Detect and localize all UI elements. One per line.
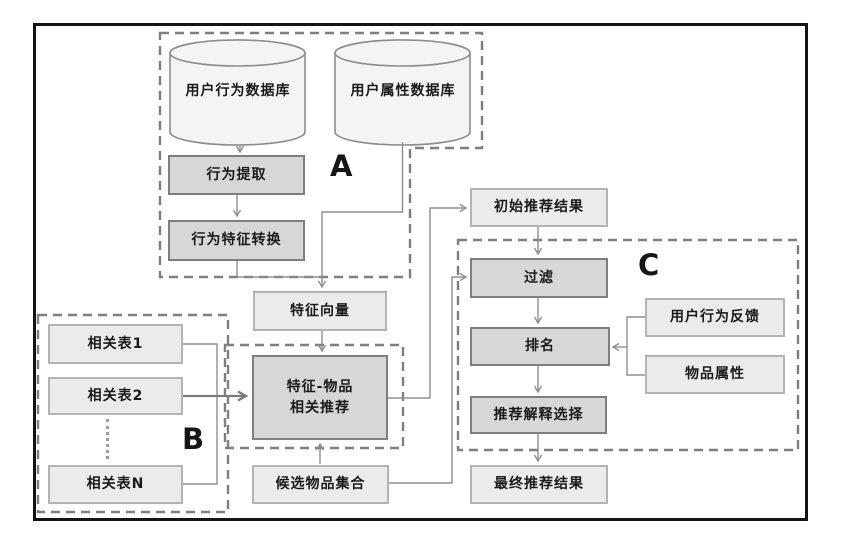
node-initial-recommendation-result: 初始推荐结果 (470, 188, 608, 227)
node-final-recommendation-result: 最终推荐结果 (470, 465, 608, 504)
user-behavior-db-cylinder-top (169, 39, 306, 67)
node-user-behavior-db-label: 用户行为数据库 (185, 83, 291, 99)
node-candidate-item-set-label: 候选物品集合 (275, 476, 366, 493)
node-related-table-n: 相关表N (48, 465, 183, 504)
connector-conversion-merge (236, 261, 322, 278)
node-user-attribute-db: 用户属性数据库 (337, 70, 469, 110)
node-related-table-1-label: 相关表1 (87, 335, 144, 352)
node-feature-vector-label: 特征向量 (290, 302, 350, 319)
group-c-label: C (638, 248, 660, 282)
node-user-behavior-feedback-label: 用户行为反馈 (670, 309, 760, 326)
node-candidate-item-set: 候选物品集合 (252, 465, 389, 504)
connector-featureitem-to-initialresult (388, 203, 468, 399)
connector-relatedtables-collector (183, 343, 218, 485)
node-feature-item-recommendation: 特征-物品 相关推荐 (252, 355, 388, 440)
group-c-outline (456, 238, 800, 452)
connector-attributedb-to-featurevector (317, 142, 404, 289)
node-item-attributes-label: 物品属性 (685, 366, 745, 383)
node-related-table-n-label: 相关表N (86, 476, 145, 493)
node-user-behavior-feedback: 用户行为反馈 (645, 298, 785, 337)
group-b-label: B (182, 422, 205, 456)
node-filtering-label: 过滤 (524, 269, 554, 286)
node-ranking-label: 排名 (525, 338, 555, 355)
node-behavior-extraction-label: 行为提取 (206, 166, 267, 183)
group-a-outline (158, 31, 484, 279)
group-b-outline (36, 313, 230, 514)
related-tables-ellipsis (106, 419, 109, 459)
connector-feedback-attributes-merge (626, 316, 646, 376)
node-filtering: 过滤 (470, 258, 608, 298)
node-related-table-2: 相关表2 (48, 377, 183, 415)
node-ranking: 排名 (470, 327, 610, 366)
node-initial-recommendation-result-label: 初始推荐结果 (494, 199, 584, 216)
diagram-frame (33, 23, 808, 521)
node-explanation-selection-label: 推荐解释选择 (493, 406, 584, 423)
node-behavior-feature-conversion-label: 行为特征转换 (191, 232, 282, 249)
node-item-attributes: 物品属性 (645, 355, 785, 394)
node-feature-item-recommendation-line1: 特征-物品 (286, 379, 354, 396)
node-final-recommendation-result-label: 最终推荐结果 (494, 476, 584, 493)
node-explanation-selection: 推荐解释选择 (470, 396, 607, 434)
node-feature-vector: 特征向量 (253, 291, 387, 331)
node-related-table-2-label: 相关表2 (87, 387, 144, 404)
node-user-attribute-db-label: 用户属性数据库 (350, 83, 456, 99)
node-behavior-extraction: 行为提取 (168, 155, 305, 195)
node-related-table-1: 相关表1 (48, 324, 183, 364)
connector-candidateset-to-filtering (389, 272, 468, 484)
node-user-behavior-db: 用户行为数据库 (172, 70, 304, 110)
user-attribute-db-cylinder-top (334, 39, 471, 67)
group-a-label: A (330, 149, 353, 183)
node-feature-item-recommendation-line2: 相关推荐 (290, 399, 350, 416)
node-behavior-feature-conversion: 行为特征转换 (168, 220, 305, 261)
